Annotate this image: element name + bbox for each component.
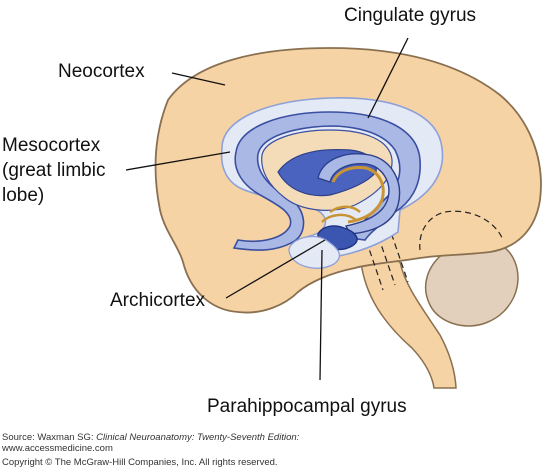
brainstem [359, 251, 457, 389]
label-parahippocampal-gyrus: Parahippocampal gyrus [207, 396, 407, 417]
dashed-outline [419, 210, 504, 251]
leader-mesocortex [125, 151, 231, 171]
leader-neocortex [171, 72, 226, 86]
source-line: Source: Waxman SG: Clinical Neuroanatomy… [2, 432, 300, 443]
leader-cingulate [367, 37, 409, 119]
label-mesocortex-line1: Mesocortex [2, 135, 101, 156]
fornix-gold [331, 166, 385, 224]
copyright-line: Copyright © The McGraw-Hill Companies, I… [2, 457, 278, 468]
label-cingulate-gyrus: Cingulate gyrus [344, 5, 476, 26]
parahippocampal-region [288, 235, 341, 269]
source-prefix: Source: Waxman SG: [2, 432, 96, 443]
label-neocortex: Neocortex [58, 61, 145, 82]
label-archicortex: Archicortex [110, 290, 206, 311]
source-site: www.accessmedicine.com [1, 443, 113, 454]
label-mesocortex-line3: lobe) [2, 185, 44, 206]
source-title: Clinical Neuroanatomy: Twenty-Seventh Ed… [96, 432, 299, 443]
leader-archicortex [225, 239, 326, 299]
fornix-gold-2 [321, 205, 361, 223]
leader-parahippocampal [319, 249, 323, 381]
label-mesocortex-line2: (great limbic [2, 160, 105, 181]
